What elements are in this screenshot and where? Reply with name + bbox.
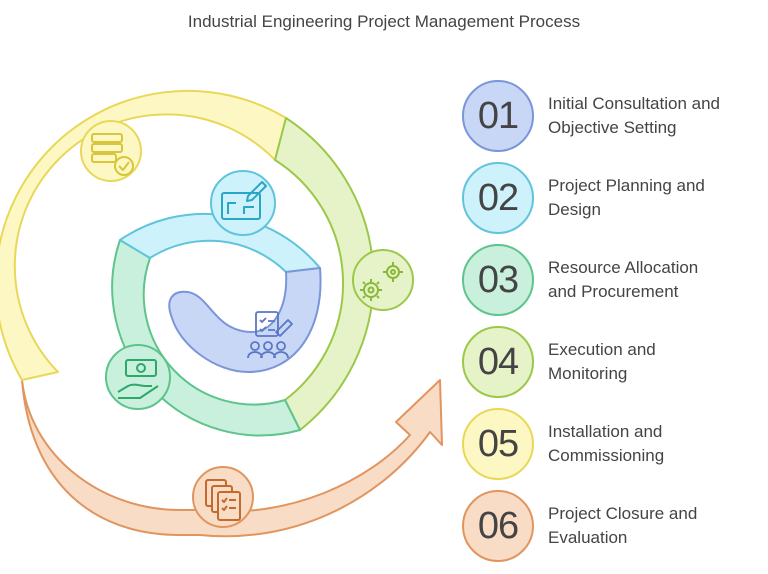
step-number-badge: 04 <box>462 326 534 398</box>
step-label: Project Planning and Design <box>548 174 758 222</box>
page-title: Industrial Engineering Project Managemen… <box>187 12 581 31</box>
step-number-badge: 02 <box>462 162 534 234</box>
step-03: 03 Resource Allocation and Procurement <box>462 244 762 316</box>
step-label-line2: Objective Setting <box>548 118 677 137</box>
step-01: 01 Initial Consultation and Objective Se… <box>462 80 762 152</box>
step-number-badge: 06 <box>462 490 534 562</box>
spiral-segment-06 <box>21 379 443 538</box>
spiral-segment-05 <box>0 89 287 381</box>
step-label-line2: and Procurement <box>548 282 679 301</box>
step-label: Resource Allocation and Procurement <box>548 256 758 304</box>
step-number-badge: 03 <box>462 244 534 316</box>
step-label: Project Closure and Evaluation <box>548 502 758 550</box>
step-label: Execution and Monitoring <box>548 338 758 386</box>
step-label-line2: Commissioning <box>548 446 665 465</box>
step-label-line1: Initial Consultation and <box>548 94 721 113</box>
step-number-badge: 05 <box>462 408 534 480</box>
spiral-segment-01 <box>168 267 322 373</box>
step-02: 02 Project Planning and Design <box>462 162 762 234</box>
step-label-line1: Project Closure and <box>548 504 698 523</box>
step-05: 05 Installation and Commissioning <box>462 408 762 480</box>
step-label: Initial Consultation and Objective Setti… <box>548 92 758 140</box>
step-label-line2: Monitoring <box>548 364 628 383</box>
step-label: Installation and Commissioning <box>548 420 758 468</box>
step-04: 04 Execution and Monitoring <box>462 326 762 398</box>
step-label-line1: Resource Allocation <box>548 258 699 277</box>
blueprint-pencil-icon <box>210 170 276 236</box>
server-check-icon <box>80 120 142 182</box>
people-checklist-icon <box>247 311 293 359</box>
step-label-line2: Design <box>548 200 601 219</box>
cash-hand-icon <box>105 344 171 410</box>
step-label-line1: Installation and <box>548 422 663 441</box>
step-06: 06 Project Closure and Evaluation <box>462 490 762 562</box>
documents-checklist-icon <box>192 466 254 528</box>
step-number-badge: 01 <box>462 80 534 152</box>
spiral-segment-02 <box>119 212 321 273</box>
step-label-line2: Evaluation <box>548 528 628 547</box>
step-label-line1: Project Planning and <box>548 176 705 195</box>
gears-icon <box>352 249 414 311</box>
step-label-line1: Execution and <box>548 340 656 359</box>
